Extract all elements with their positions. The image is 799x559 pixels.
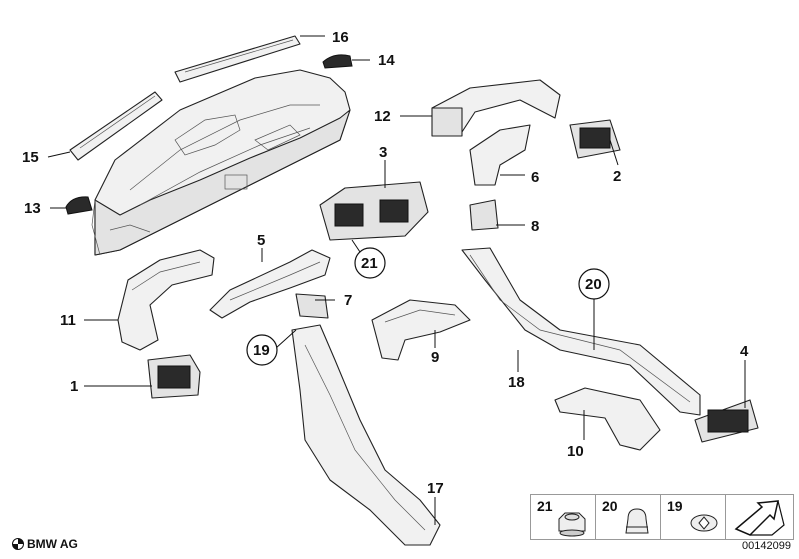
fastener-legend: 21 20 19 [530, 494, 794, 540]
legend-label-19: 19 [667, 498, 683, 514]
callout-label-8: 8 [531, 218, 539, 235]
part-8-small-duct [469, 199, 499, 231]
part-6-duct [469, 124, 531, 186]
part-12-duct [431, 79, 561, 137]
callout-label-1: 1 [70, 378, 78, 395]
callout-label-9: 9 [431, 349, 439, 366]
callout-circle-21 [354, 247, 386, 279]
callout-circle-19 [246, 334, 278, 366]
legend-cell-arrow [726, 495, 793, 539]
part-16-defroster-strip [174, 35, 301, 83]
callout-label-12: 12 [374, 108, 391, 125]
nut-20-icon [625, 508, 649, 534]
callout-label-18: 18 [508, 374, 525, 391]
callout-label-7: 7 [344, 292, 352, 309]
nut-21-icon [558, 512, 586, 537]
dashboard-illustration [91, 69, 351, 256]
part-15-defroster-strip [69, 91, 163, 161]
part-10-duct [554, 387, 661, 451]
part-1-vent [147, 354, 201, 399]
clip-19-icon [690, 514, 718, 532]
part-17-floor-duct [291, 324, 441, 546]
callout-label-6: 6 [531, 169, 539, 186]
brand-logo: BMW AG [12, 537, 78, 551]
legend-label-21: 21 [537, 498, 553, 514]
diagram-number: 00142099 [742, 540, 791, 552]
bmw-roundel-icon [12, 538, 24, 550]
callout-label-14: 14 [378, 52, 395, 69]
callout-label-10: 10 [567, 443, 584, 460]
callout-label-19: 19 [253, 342, 270, 359]
callout-circle-20 [578, 268, 610, 300]
brand-text: BMW AG [27, 537, 78, 551]
part-11-duct [117, 249, 215, 351]
part-14-small-grille [322, 54, 353, 69]
legend-cell-19: 19 [661, 495, 726, 539]
part-7-small-duct [295, 293, 329, 319]
callout-label-4: 4 [740, 343, 749, 360]
callout-label-3: 3 [379, 144, 387, 161]
direction-arrow-icon [734, 500, 785, 536]
part-13-small-grille [65, 196, 93, 215]
legend-cell-20: 20 [596, 495, 661, 539]
part-18-long-duct [461, 247, 701, 416]
part-4-vent [694, 399, 759, 443]
callout-label-5: 5 [257, 232, 265, 249]
callout-label-17: 17 [427, 480, 444, 497]
callout-label-15: 15 [22, 149, 39, 166]
legend-cell-21: 21 [531, 495, 596, 539]
part-5-duct [209, 249, 331, 319]
callout-label-16: 16 [332, 29, 349, 46]
legend-label-20: 20 [602, 498, 618, 514]
callout-label-2: 2 [613, 168, 621, 185]
callout-label-21: 21 [361, 255, 378, 272]
part-2-vent [569, 119, 621, 159]
leader-lines [47, 35, 746, 525]
callout-label-20: 20 [585, 276, 602, 293]
part-9-duct [371, 299, 471, 361]
part-3-center-vent [319, 181, 429, 241]
callout-label-13: 13 [24, 200, 41, 217]
callout-label-11: 11 [60, 312, 76, 329]
